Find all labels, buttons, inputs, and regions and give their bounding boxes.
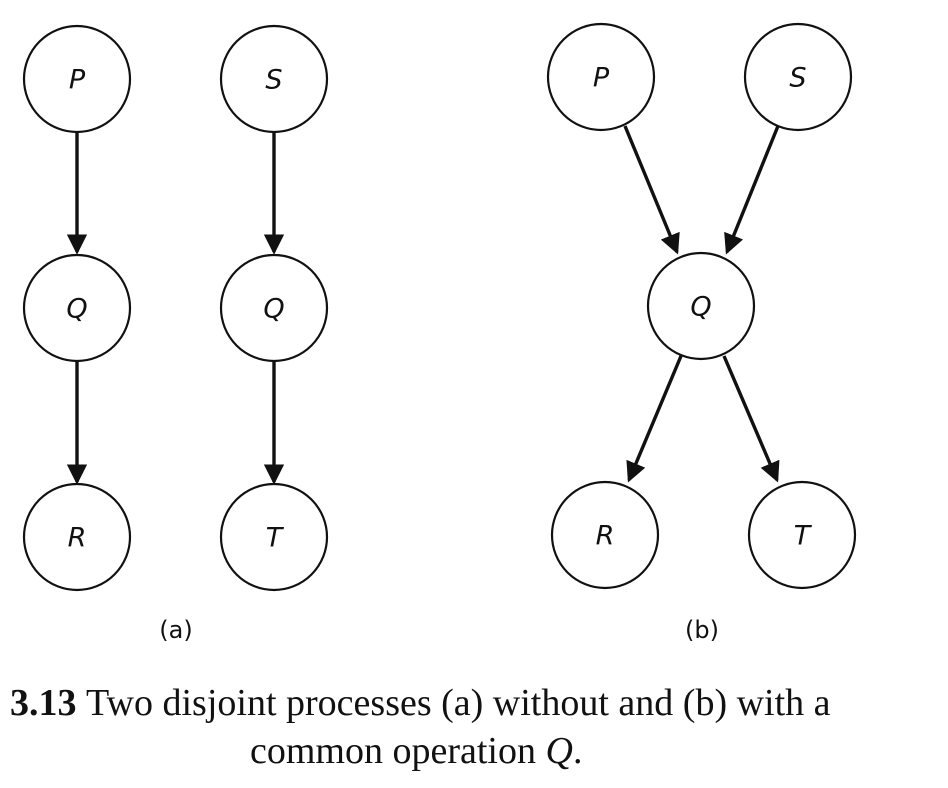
node-b-r: R: [550, 480, 660, 590]
figure-number: 3.13: [10, 682, 77, 724]
node-a-q-right: Q: [219, 253, 329, 363]
node-b-p: P: [546, 22, 656, 132]
edge-b-q-to-r: [626, 355, 683, 483]
edge-b-q-to-t: [722, 355, 780, 483]
node-label: Q: [263, 294, 284, 325]
figure-caption-line1: 3.13 Two disjoint processes (a) without …: [10, 684, 831, 722]
edge-b-s-to-q: [724, 125, 780, 255]
node-label: P: [593, 63, 610, 94]
node-a-s: S: [219, 24, 329, 134]
node-a-q-left: Q: [22, 253, 132, 363]
node-label: P: [69, 65, 86, 96]
figure-caption-line2: common operation Q.: [250, 732, 582, 770]
node-label: Q: [66, 294, 87, 325]
panel-label-a: (a): [159, 616, 192, 644]
caption-variable: Q: [545, 730, 573, 772]
node-b-t: T: [747, 480, 857, 590]
node-label: R: [596, 521, 615, 552]
node-a-p: P: [22, 24, 132, 134]
node-label: S: [789, 63, 806, 94]
panel-label-b: (b): [685, 616, 719, 644]
node-label: T: [266, 523, 285, 554]
node-b-q: Q: [646, 251, 756, 361]
node-label: T: [794, 521, 813, 552]
caption-text-continued: common operation: [250, 730, 546, 772]
node-label: Q: [690, 292, 711, 323]
node-a-r: R: [22, 482, 132, 592]
caption-text: Two disjoint processes (a) without and (…: [86, 682, 831, 724]
node-label: S: [265, 65, 282, 96]
node-label: R: [68, 523, 87, 554]
node-b-s: S: [743, 22, 853, 132]
node-a-t: T: [219, 482, 329, 592]
caption-period: .: [572, 730, 583, 772]
edge-b-p-to-q: [623, 125, 680, 255]
